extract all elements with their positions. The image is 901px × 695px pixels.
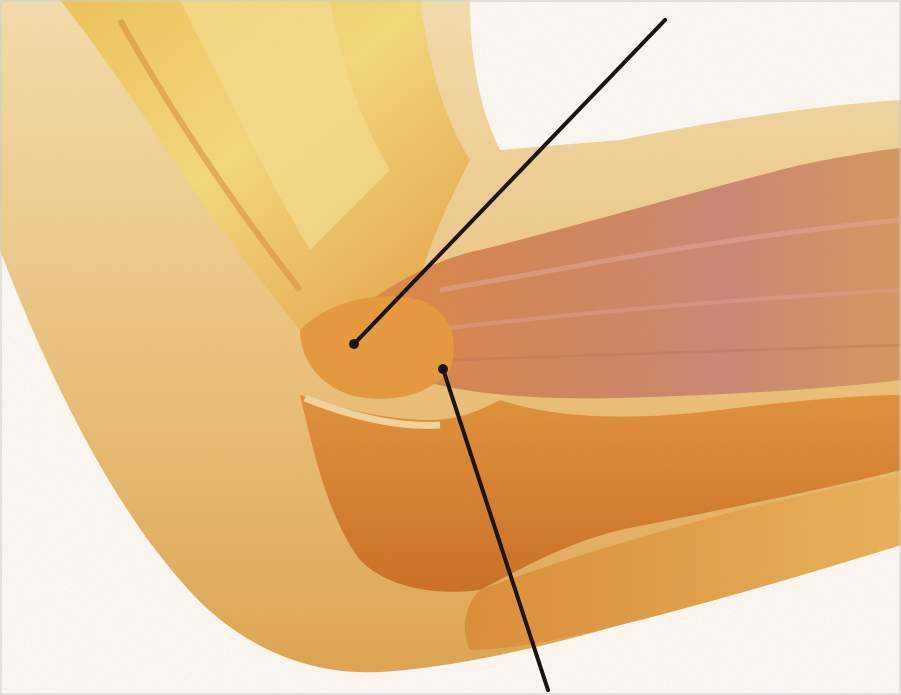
leader-line-lateral-epicondyle-dot: [349, 339, 359, 349]
leader-line-extensor-origin-dot: [438, 364, 448, 374]
